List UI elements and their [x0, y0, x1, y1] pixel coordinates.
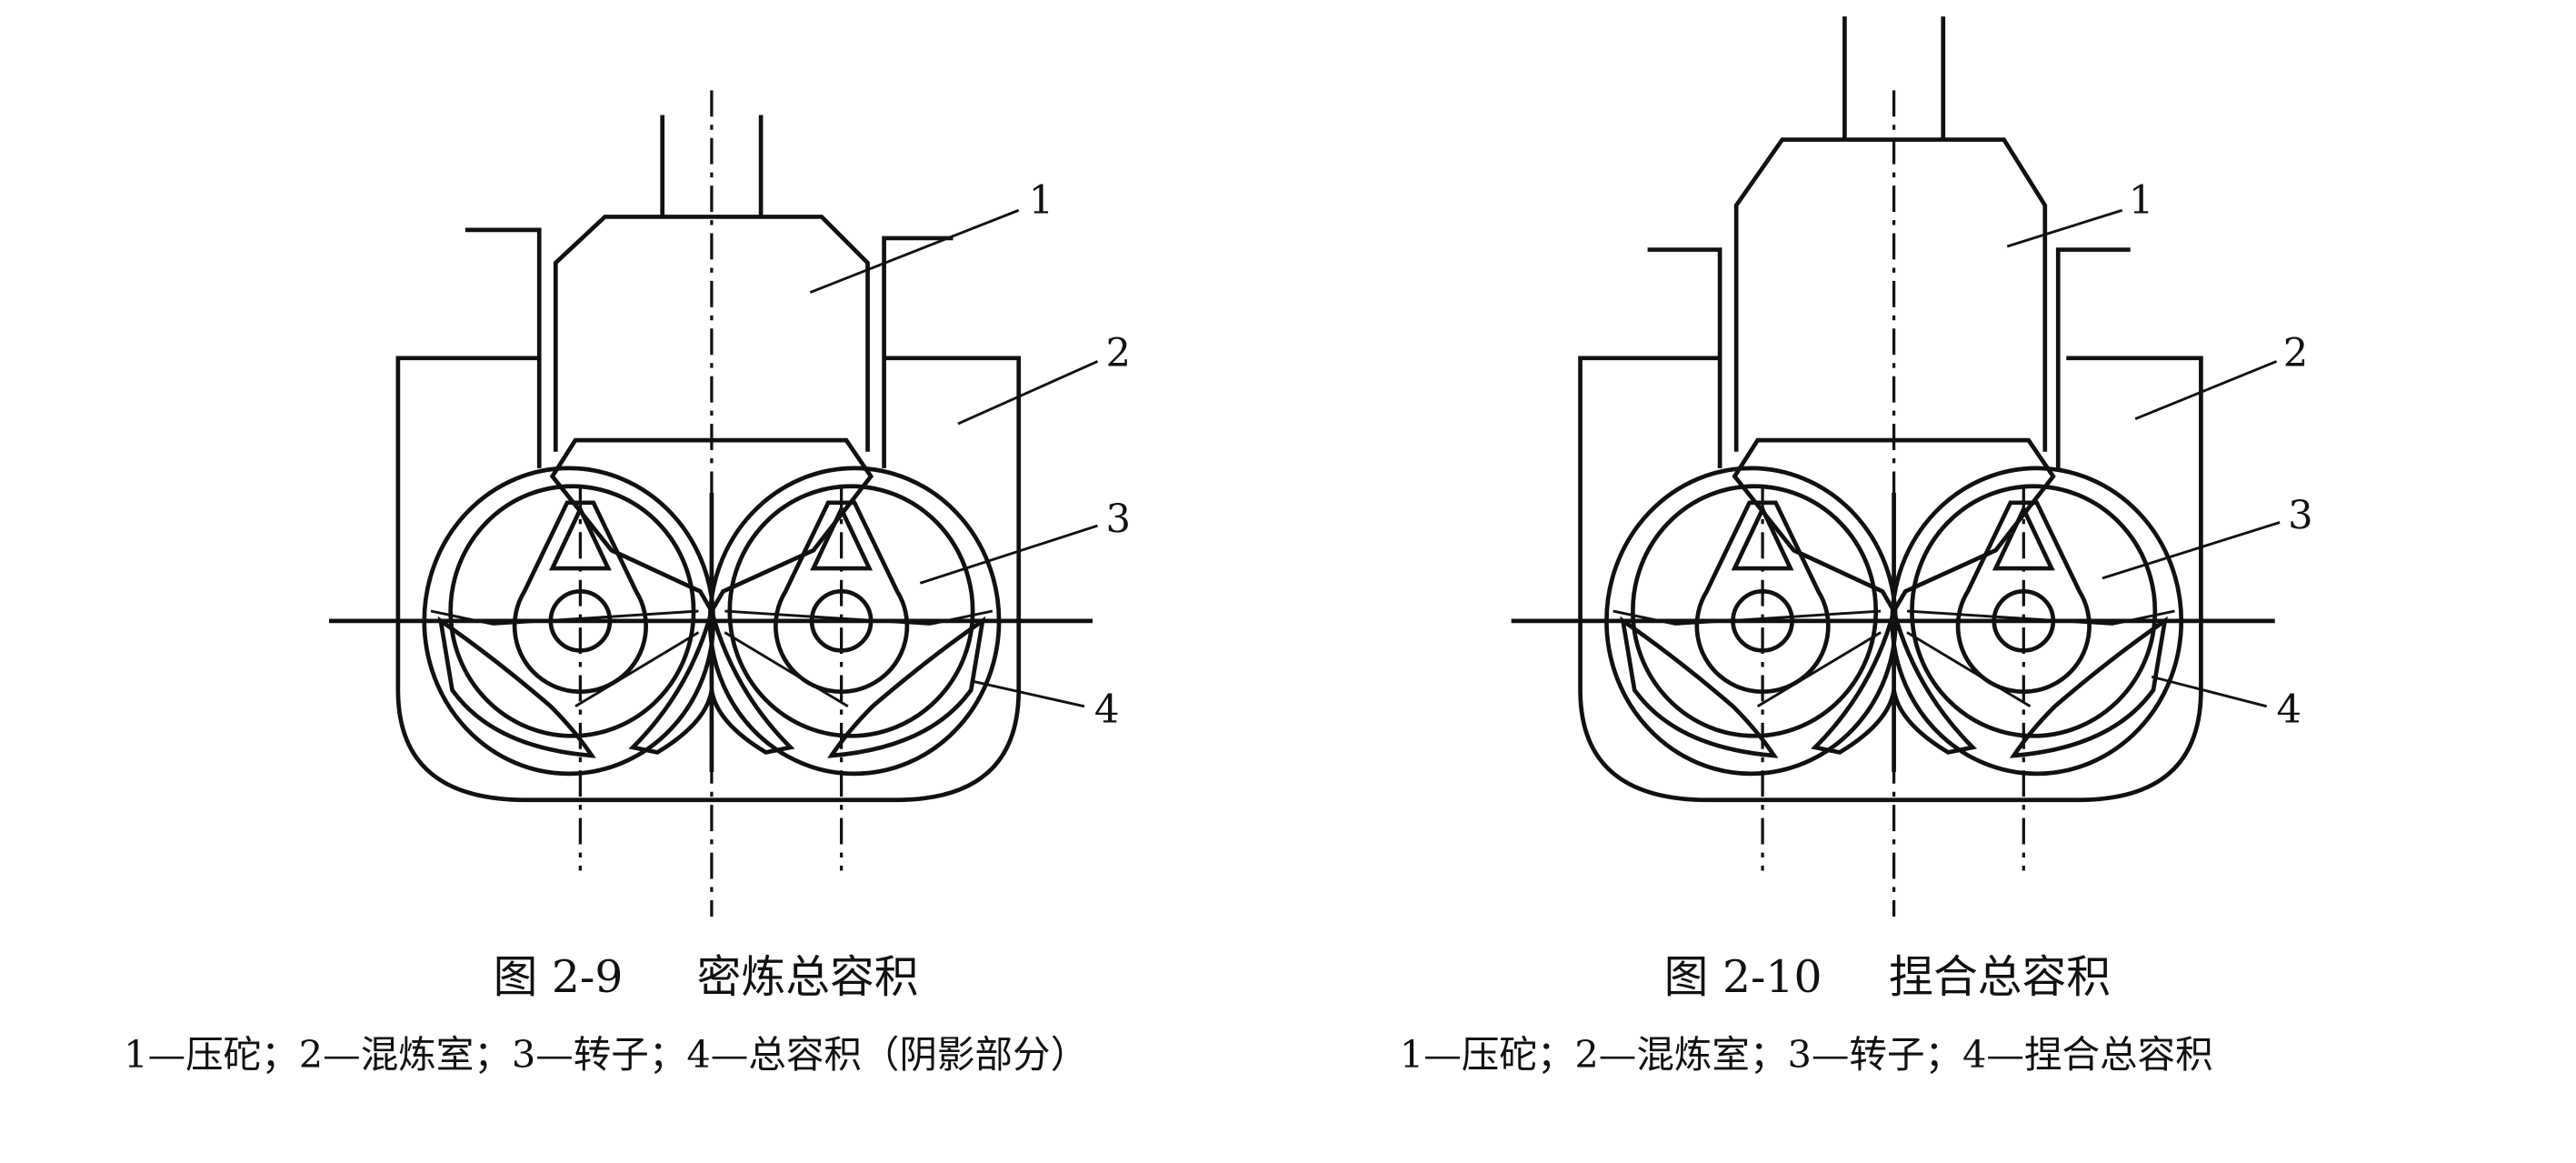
label-2: 2 — [2283, 331, 2309, 376]
rotor-blade-lines — [1612, 609, 2175, 708]
label-2: 2 — [1105, 331, 1131, 376]
caption-title: 捏合总容积 — [1889, 951, 2111, 1003]
plunger-stems — [1842, 16, 1946, 140]
label-1: 1 — [1029, 178, 1054, 224]
label-4: 4 — [1094, 687, 1120, 733]
caption-legend: 1—压砣；2—混炼室；3—转子；4—总容积（阴影部分） — [124, 1032, 1088, 1077]
label-3: 3 — [1105, 496, 1131, 542]
caption-left: 图 2-9 密炼总容积 1—压砣；2—混炼室；3—转子；4—总容积（阴影部分） — [124, 951, 1088, 1077]
axis-lines — [1511, 90, 2275, 917]
label-4: 4 — [2277, 687, 2302, 733]
caption-legend: 1—压砣；2—混炼室；3—转子；4—捏合总容积 — [1400, 1032, 2213, 1077]
rotor-blade-lines — [430, 609, 993, 708]
labels-right: 1 2 3 4 — [2006, 178, 2313, 733]
labels-left: 1 2 3 4 — [809, 178, 1131, 733]
plunger-stems — [660, 115, 764, 217]
chamber-neck — [1647, 247, 2131, 468]
mixing-chamber-housing — [395, 356, 1022, 803]
caption-number: 图 2-9 — [494, 951, 624, 1003]
mixing-chamber-housing — [1578, 356, 2203, 803]
caption-right: 图 2-10 捏合总容积 1—压砣；2—混炼室；3—转子；4—捏合总容积 — [1400, 951, 2213, 1077]
figure-2-10 — [1647, 16, 2131, 468]
label-3: 3 — [2288, 494, 2313, 539]
figure-2-9 — [464, 115, 954, 468]
plunger — [1733, 137, 2048, 452]
mixer-body — [329, 90, 1093, 917]
caption-number: 图 2-10 — [1664, 951, 1822, 1003]
chamber-neck — [464, 227, 954, 468]
mixer-body — [1511, 90, 2275, 917]
label-1: 1 — [2129, 178, 2154, 224]
plunger — [553, 215, 870, 452]
caption-title: 密炼总容积 — [697, 951, 919, 1003]
axis-lines — [329, 90, 1093, 917]
